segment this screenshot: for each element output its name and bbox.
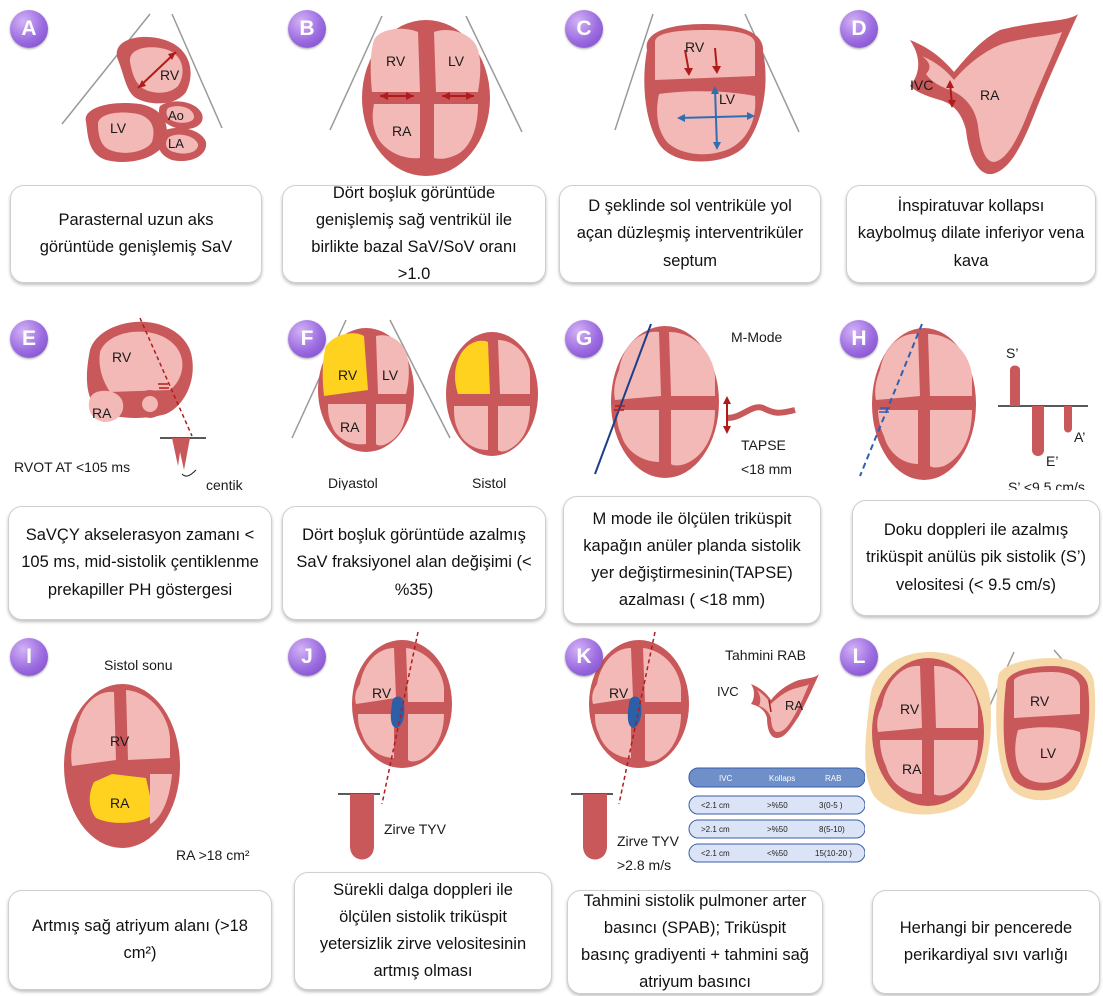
label-rv: RV — [338, 367, 358, 383]
label-rv: RV — [372, 685, 392, 701]
label-peak-value: >2.8 m/s — [617, 857, 671, 873]
label-rab-title: Tahmini RAB — [725, 647, 806, 663]
table-cell: <2.1 cm — [701, 801, 730, 810]
label-ivc: IVC — [717, 684, 739, 699]
label-tapse-value: <18 mm — [741, 461, 792, 477]
label-ao: Ao — [168, 108, 184, 123]
table-cell: <2.1 cm — [701, 849, 730, 858]
label-ra: RA — [980, 87, 1000, 103]
label-systole: Sistol — [472, 475, 506, 490]
label-ra: RA — [340, 419, 360, 435]
badge-d: D — [840, 10, 878, 48]
badge-j: J — [288, 638, 326, 676]
label-s-prime: S’ — [1006, 345, 1018, 361]
label-peak: Zirve TYV — [384, 821, 447, 837]
panel-b: RV LV RA B Dört boşluk görüntüde genişle… — [278, 0, 548, 330]
label-area: RA >18 cm² — [176, 847, 250, 863]
caption-c: D şeklinde sol ventriküle yol açan düzle… — [559, 185, 821, 283]
panel-f: RV LV RA Diyastol Sistol F Dört boşluk g… — [278, 310, 548, 640]
caption-l: Herhangi bir pencerede perikardiyal sıvı… — [872, 890, 1100, 994]
label-rv: RV — [110, 733, 130, 749]
caption-e: SaVÇY akselerasyon zamanı < 105 ms, mid-… — [8, 506, 272, 620]
caption-i: Artmış sağ atriyum alanı (>18 cm²) — [8, 890, 272, 990]
table-header-ivc: IVC — [719, 774, 733, 783]
badge-i: I — [10, 638, 48, 676]
panel-i: Sistol sonu RV RA RA >18 cm² I Artmış sa… — [0, 628, 270, 958]
table-cell: >%50 — [767, 801, 788, 810]
caption-a: Parasternal uzun aks görüntüde genişlemi… — [10, 185, 262, 283]
illustration-k: IVC Kollaps RAB <2.1 cm >%50 3(0-5 ) >2.… — [555, 628, 865, 878]
label-rv: RV — [685, 39, 705, 55]
label-rv: RV — [900, 701, 920, 717]
caption-d: İnspiratuvar kollapsı kaybolmuş dilate i… — [846, 185, 1096, 283]
badge-b: B — [288, 10, 326, 48]
label-lv: LV — [1040, 745, 1057, 761]
label-notch: çentik — [206, 477, 244, 490]
badge-f: F — [288, 320, 326, 358]
label-ivc: IVC — [910, 77, 933, 93]
panel-k: IVC Kollaps RAB <2.1 cm >%50 3(0-5 ) >2.… — [555, 628, 825, 958]
caption-f: Dört boşluk görüntüde azalmış SaV fraksi… — [282, 506, 546, 620]
badge-a: A — [10, 10, 48, 48]
badge-c: C — [565, 10, 603, 48]
table-cell: >%50 — [767, 825, 788, 834]
label-lv: LV — [110, 120, 127, 136]
label-ra: RA — [110, 795, 130, 811]
label-e-prime: E’ — [1046, 453, 1058, 469]
caption-k: Tahmini sistolik pulmoner arter basıncı … — [567, 890, 823, 994]
label-rv: RV — [386, 53, 406, 69]
badge-h: H — [840, 320, 878, 358]
label-mmode: M-Mode — [731, 329, 783, 345]
table-header-kollaps: Kollaps — [769, 774, 795, 783]
panel-e: RV RA RVOT AT <105 ms çentik E SaVÇY aks… — [0, 310, 270, 640]
label-lv: LV — [382, 367, 399, 383]
label-ra: RA — [902, 761, 922, 777]
label-diastole: Diyastol — [328, 475, 378, 490]
label-rv: RV — [609, 685, 629, 701]
label-la: LA — [168, 136, 184, 151]
label-ra: RA — [92, 405, 112, 421]
label-title: Sistol sonu — [104, 657, 172, 673]
caption-j: Sürekli dalga doppleri ile ölçülen sisto… — [294, 872, 552, 990]
label-rv: RV — [160, 67, 180, 83]
badge-g: G — [565, 320, 603, 358]
label-rv-2: RV — [1030, 693, 1050, 709]
caption-b: Dört boşluk görüntüde genişlemiş sağ ven… — [282, 185, 546, 283]
panel-c: RV LV C D şeklinde sol ventriküle yol aç… — [555, 0, 825, 330]
label-a-prime: A’ — [1074, 429, 1085, 445]
label-ra: RA — [392, 123, 412, 139]
panel-a: RV LV Ao LA A Parasternal uzun aks görün… — [0, 0, 270, 330]
label-peak: Zirve TYV — [617, 833, 680, 849]
label-rvot: RVOT AT <105 ms — [14, 459, 130, 475]
panel-d: IVC RA D İnspiratuvar kollapsı kaybolmuş… — [830, 0, 1100, 330]
panel-h: S’ E’ A’ S’ <9.5 cm/s H Doku doppleri il… — [830, 310, 1100, 640]
table-cell: >2.1 cm — [701, 825, 730, 834]
label-ra: RA — [785, 698, 803, 713]
table-cell: <%50 — [767, 849, 788, 858]
badge-l: L — [840, 638, 878, 676]
label-rv: RV — [112, 349, 132, 365]
label-lv: LV — [448, 53, 465, 69]
label-tapse: TAPSE — [741, 437, 786, 453]
caption-h: Doku doppleri ile azalmış triküspit anül… — [852, 500, 1100, 616]
label-s-value: S’ <9.5 cm/s — [1008, 479, 1085, 490]
badge-e: E — [10, 320, 48, 358]
panel-l: RV RA RV LV L Herhangi bir pencerede per… — [830, 628, 1100, 958]
badge-k: K — [565, 638, 603, 676]
caption-g: M mode ile ölçülen triküspit kapağın anü… — [563, 496, 821, 624]
panel-j: RV Zirve TYV J Sürekli dalga doppleri il… — [278, 628, 548, 958]
panel-g: M-Mode TAPSE <18 mm G M mode ile ölçülen… — [555, 310, 825, 640]
label-lv: LV — [719, 91, 736, 107]
